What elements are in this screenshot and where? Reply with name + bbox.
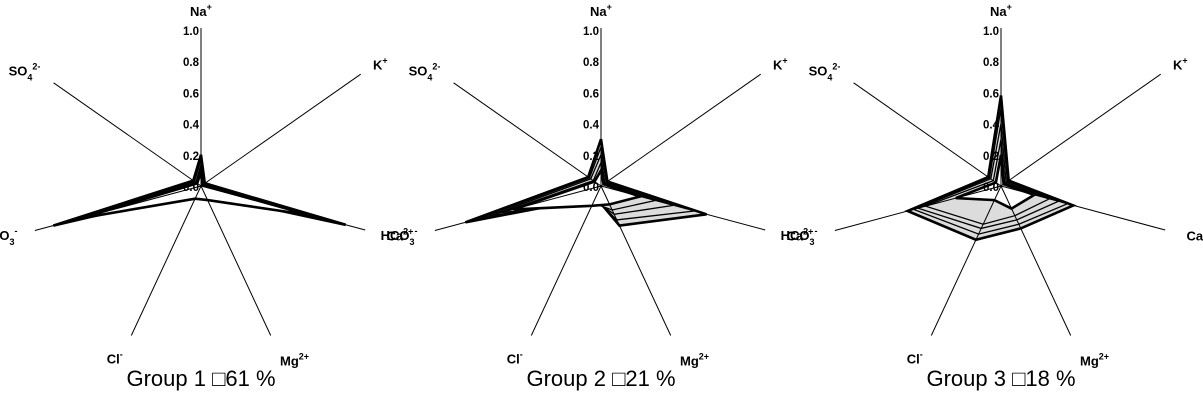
- radial-tick-label: 0.2: [983, 151, 999, 163]
- radial-tick-label: 0.0: [583, 182, 599, 194]
- radial-tick-label: 1.0: [583, 26, 599, 38]
- radial-tick-label: 0.0: [183, 182, 199, 194]
- radial-tick-label: 0.4: [983, 120, 1000, 132]
- radial-tick-label: 1.0: [183, 26, 199, 38]
- axis-label-so: SO42-: [409, 62, 441, 83]
- radial-tick-label: 0.6: [583, 88, 599, 100]
- radial-tick-label: 0.8: [983, 57, 1000, 69]
- axis-label-hco: HCO3-: [0, 226, 18, 247]
- axis-label-ca: Ca2+: [1187, 227, 1203, 244]
- radial-tick-label: 0.8: [183, 57, 200, 69]
- axis-label-na: Na+: [590, 2, 612, 19]
- axis-spoke-hco: [434, 185, 602, 231]
- series-polygon-5: [80, 171, 310, 220]
- axis-label-cl: Cl-: [107, 350, 123, 367]
- axis-spoke-so: [853, 82, 1002, 187]
- radial-tick-label: 0.0: [983, 182, 999, 194]
- radial-tick-label: 0.6: [983, 88, 999, 100]
- axis-spoke-k: [1000, 73, 1161, 187]
- axis-label-k: K+: [373, 56, 388, 73]
- radial-tick-label: 0.6: [183, 88, 199, 100]
- axis-spoke-mg: [200, 185, 272, 336]
- axis-label-k: K+: [1173, 56, 1188, 73]
- series-polygon-5: [513, 166, 645, 211]
- radar-chart-group-3: 0.0 0.2 0.4 0.6 0.8 1.0 Na+ K+ Ca2+ Mg2+ Cl- HCO3- S…: [781, 2, 1203, 369]
- axis-label-ca: Ca2+: [387, 227, 414, 244]
- radial-tick-label: 0.4: [583, 120, 600, 132]
- radial-tick-label: 1.0: [983, 26, 999, 38]
- axis-label-cl: Cl-: [507, 350, 523, 367]
- axis-spoke-cl: [530, 185, 602, 336]
- axis-spoke-hco: [34, 185, 202, 231]
- radial-tick-label: 0.8: [583, 57, 600, 69]
- axis-label-mg: Mg2+: [1080, 352, 1109, 369]
- axis-spoke-k: [600, 73, 761, 187]
- series-polygon-5: [955, 154, 1038, 211]
- axis-label-na: Na+: [190, 2, 212, 19]
- axis-spoke-cl: [930, 185, 1002, 336]
- axis-label-mg: Mg2+: [680, 352, 709, 369]
- axis-spoke-ca: [200, 185, 366, 231]
- axis-label-k: K+: [773, 56, 788, 73]
- radial-tick-label: 0.2: [583, 151, 599, 163]
- axis-spoke-so: [53, 82, 202, 187]
- axis-spoke-k: [200, 73, 361, 187]
- axis-label-so: SO42-: [809, 62, 841, 83]
- axis-spoke-mg: [600, 185, 672, 336]
- chart-title-group-2: Group 2 □21 %: [526, 366, 676, 391]
- axis-spoke-cl: [130, 185, 202, 336]
- radial-tick-label: 0.2: [183, 151, 199, 163]
- axis-spoke-so: [453, 82, 602, 187]
- axis-label-hco: HCO3-: [381, 226, 418, 247]
- radial-tick-label: 0.4: [183, 120, 200, 132]
- axis-spoke-ca: [600, 185, 766, 231]
- axis-spoke-ca: [1000, 185, 1166, 231]
- axis-label-mg: Mg2+: [280, 352, 309, 369]
- chart-title-group-1: Group 1 □61 %: [126, 366, 276, 391]
- axis-spoke-mg: [1000, 185, 1072, 336]
- axis-label-so: SO42-: [9, 62, 41, 83]
- axis-label-cl: Cl-: [907, 350, 923, 367]
- chart-title-group-3: Group 3 □18 %: [926, 366, 1076, 391]
- radar-chart-group-1: 0.0 0.2 0.4 0.6 0.8 1.0 Na+ K+ Ca2+ Mg2+ Cl- HCO3- S…: [0, 2, 413, 369]
- axis-label-ca: Ca2+: [787, 227, 814, 244]
- axis-spoke-hco: [834, 185, 1002, 231]
- axis-label-hco: HCO3-: [781, 226, 818, 247]
- radar-chart-group-2: 0.0 0.2 0.4 0.6 0.8 1.0 Na+ K+ Ca2+ Mg2+ Cl- HCO3- S…: [381, 2, 814, 369]
- axis-label-na: Na+: [990, 2, 1012, 19]
